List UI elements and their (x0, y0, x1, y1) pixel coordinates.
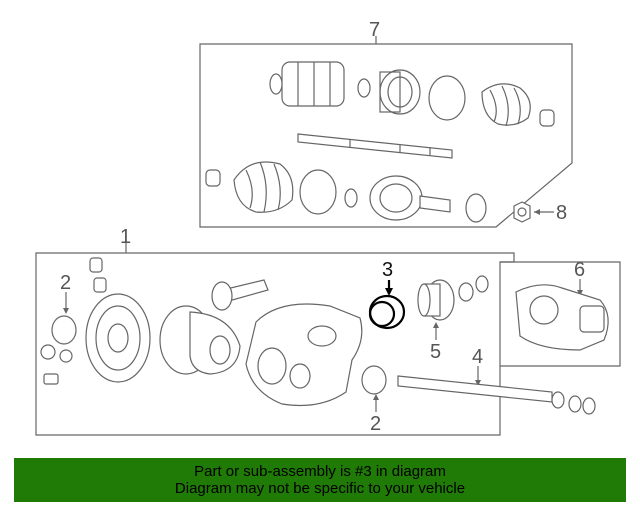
bearing-top (379, 69, 421, 115)
callout-4: 4 (472, 346, 483, 368)
seal-part-2-left (51, 315, 77, 345)
callout-8: 8 (556, 202, 567, 224)
boot-top-left (233, 161, 294, 213)
banner-line-2: Diagram may not be specific to your vehi… (174, 480, 466, 497)
assembly-6-outline (500, 261, 621, 367)
callout-6: 6 (574, 259, 585, 281)
callout-7: 7 (369, 19, 380, 41)
differential-cover (85, 293, 151, 383)
cv-joint-inner-top (269, 61, 345, 107)
pinion-gear (211, 279, 269, 311)
callout-1: 1 (120, 226, 131, 248)
seal-part-2-right (361, 365, 387, 395)
callout-3[interactable]: 3 (382, 259, 393, 281)
cv-joint-outer-top (369, 175, 451, 221)
seal-part-3[interactable] (368, 294, 406, 330)
callout-2-right: 2 (370, 413, 381, 435)
intermediate-shaft-part-4 (397, 375, 565, 409)
nut-part-8 (513, 201, 531, 223)
assembly-7-outline (199, 43, 573, 228)
gear-part-5 (417, 279, 455, 321)
callout-5: 5 (430, 341, 441, 363)
banner-line-1: Part or sub-assembly is #3 in diagram (194, 463, 446, 480)
axle-shaft-top (297, 133, 453, 159)
info-banner: Part or sub-assembly is #3 in diagram Di… (14, 458, 626, 502)
callout-2-left: 2 (60, 272, 71, 294)
ring-gear-carrier (159, 305, 241, 375)
differential-housing (245, 303, 363, 407)
actuator-part-6 (515, 284, 609, 351)
boot-top-right (481, 83, 531, 127)
parts-diagram: 7 (35, 19, 621, 436)
